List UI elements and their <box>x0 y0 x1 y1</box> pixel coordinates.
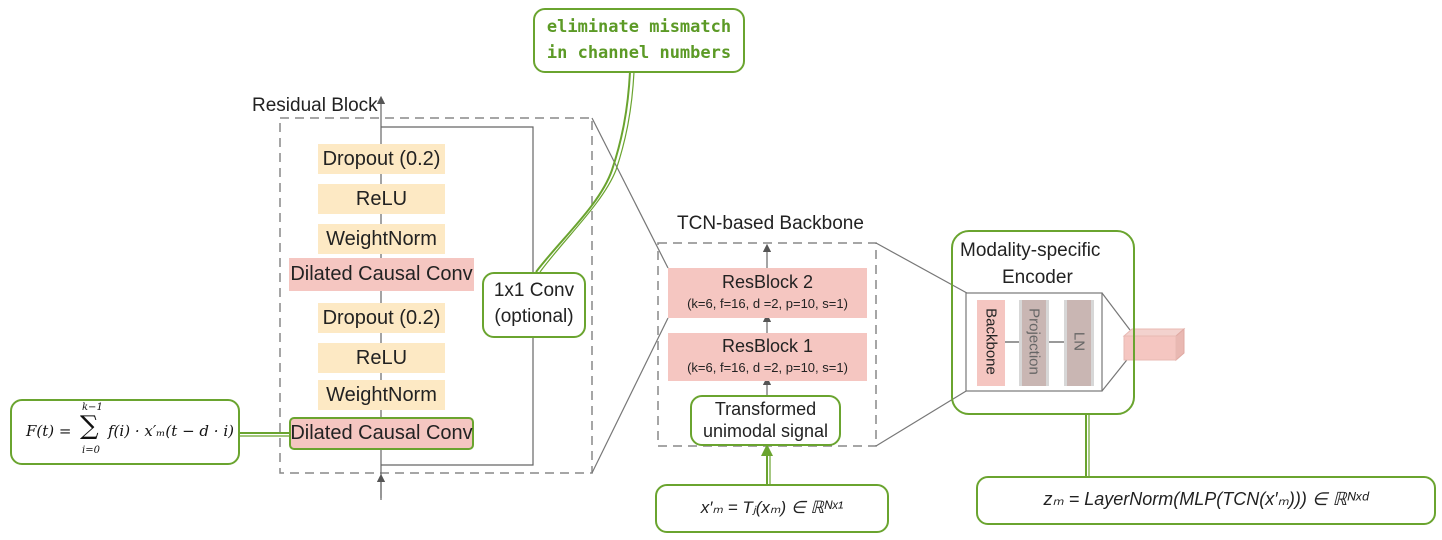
formula-left-sum-sign: ∑ <box>80 411 99 441</box>
encoder-ln-bg: LN <box>1064 300 1094 386</box>
tcn-title: TCN-based Backbone <box>677 213 864 234</box>
skip-conv-label: 1x1 Conv <box>493 280 575 301</box>
annotation-box: eliminate mismatch in channel numbers <box>533 8 745 73</box>
formula-left-sum-top: k−1 <box>82 402 103 413</box>
annotation-line-2: in channel numbers <box>546 43 732 63</box>
encoder-out-line-top <box>1101 292 1131 331</box>
zoom-line-bottom <box>591 317 669 474</box>
residual-block-title: Residual Block <box>252 95 378 116</box>
encoder-title-line-1: Modality-specific <box>960 240 1101 261</box>
formula-left-box: F(t) = k−1 ∑ i=0 f(i) · x′ₘ(t − d · i) <box>10 399 240 465</box>
annotation-connector <box>535 71 631 273</box>
annotation-connector-2 <box>539 71 635 273</box>
layer-dilated-conv-top: Dilated Causal Conv <box>289 258 474 291</box>
resblock-2-params: (k=6, f=16, d =2, p=10, s=1) <box>687 296 848 311</box>
encoder-ln <box>1067 300 1091 386</box>
resblock-1-params: (k=6, f=16, d =2, p=10, s=1) <box>687 360 848 375</box>
layer-weightnorm-bottom: WeightNorm <box>318 380 445 410</box>
layer-dropout-top: Dropout (0.2) <box>318 144 445 174</box>
layer-relu-top: ReLU <box>318 184 445 214</box>
skip-conv-box: 1x1 Conv (optional) <box>482 272 586 338</box>
annotation-line-1: eliminate mismatch <box>546 17 732 37</box>
layer-dilated-conv-bottom: Dilated Causal Conv <box>289 417 474 450</box>
residual-block-frame <box>279 117 593 474</box>
formula-output-box: zₘ = LayerNorm(MLP(TCN(x′ₘ))) ∈ ℝᴺˣᵈ <box>976 476 1436 525</box>
layer-dropout-bottom: Dropout (0.2) <box>318 303 445 333</box>
zoom-line-top <box>591 117 669 269</box>
layer-relu-bottom: ReLU <box>318 343 445 373</box>
tcn-input-line-2: unimodal signal <box>702 421 829 441</box>
formula-left-body: f(i) · x′ₘ(t − d · i) <box>108 422 234 440</box>
formula-left-lhs: F(t) = <box>26 422 72 440</box>
tcn-input-line-1: Transformed <box>714 399 817 419</box>
zoom-line-tcn-bottom <box>875 384 977 447</box>
resblock-2-title: ResBlock 2 <box>721 272 814 292</box>
formula-input-box: x′ₘ = Tⱼ(xₘ) ∈ ℝᴺˣ¹ <box>655 484 889 533</box>
encoder-projection <box>1022 300 1046 386</box>
encoder-projection-label: Projection <box>1025 308 1043 375</box>
encoder-backbone: Backbone <box>977 300 1005 386</box>
encoder-projection-bg: Projection <box>1019 300 1049 386</box>
encoder-box <box>951 230 1135 415</box>
encoder-backbone-label: Backbone <box>982 308 1000 375</box>
formula-left-sum-bottom: i=0 <box>82 445 100 456</box>
resblock-1: ResBlock 1 (k=6, f=16, d =2, p=10, s=1) <box>668 333 867 381</box>
zoom-line-tcn-top <box>875 242 977 299</box>
formula-output: zₘ = LayerNorm(MLP(TCN(x′ₘ))) ∈ ℝᴺˣᵈ <box>1043 489 1369 509</box>
formula-input: x′ₘ = Tⱼ(xₘ) ∈ ℝᴺˣ¹ <box>700 498 844 517</box>
encoder-title-line-2: Encoder <box>1002 267 1073 288</box>
embedding-cube <box>1122 327 1186 362</box>
resblock-2: ResBlock 2 (k=6, f=16, d =2, p=10, s=1) <box>668 268 867 318</box>
encoder-ln-label: LN <box>1070 331 1088 352</box>
encoder-out-line-bottom <box>1101 355 1131 392</box>
tcn-input-box: Transformed unimodal signal <box>690 395 841 446</box>
layer-weightnorm-top: WeightNorm <box>318 224 445 254</box>
resblock-1-title: ResBlock 1 <box>721 336 814 356</box>
skip-conv-optional: (optional) <box>494 306 574 327</box>
